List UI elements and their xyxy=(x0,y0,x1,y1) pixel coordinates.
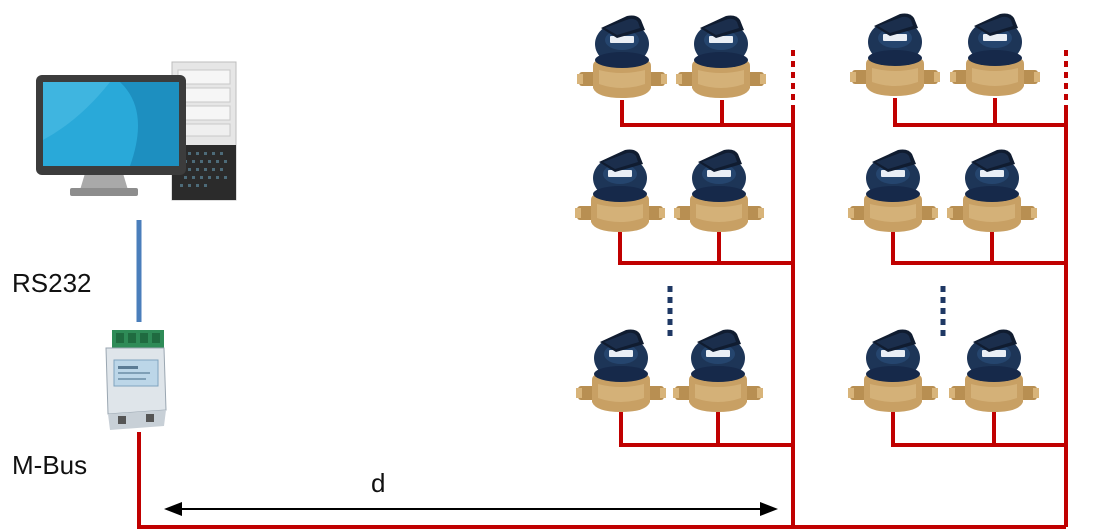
water-meter-icon xyxy=(674,149,764,232)
desktop-computer-icon xyxy=(36,61,237,201)
water-meter-icon xyxy=(947,149,1037,232)
distance-label: d xyxy=(371,468,386,498)
water-meter-icon xyxy=(949,329,1039,412)
mbus-bus-wiring xyxy=(137,98,1068,529)
water-meter-icon xyxy=(676,15,766,98)
mbus-label: M-Bus xyxy=(12,450,88,480)
water-meter-icon xyxy=(673,329,763,412)
distance-arrow xyxy=(164,502,778,516)
water-meter-icon xyxy=(577,15,667,98)
water-meter-icon xyxy=(850,13,940,96)
rs232-label: RS232 xyxy=(12,268,92,298)
water-meter-icon xyxy=(848,149,938,232)
water-meter-icon xyxy=(848,329,938,412)
water-meter-icon xyxy=(576,329,666,412)
mbus-level-converter-icon xyxy=(105,330,167,430)
water-meter-icon xyxy=(950,13,1040,96)
water-meter-icon xyxy=(575,149,665,232)
